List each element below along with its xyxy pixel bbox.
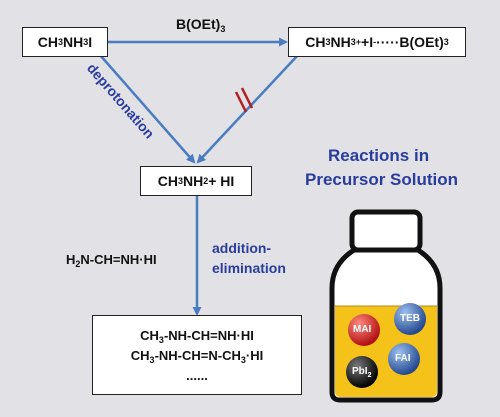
formamidine-label: H2N-CH=NH·HI	[66, 252, 157, 269]
arrow-deprotonation	[99, 54, 196, 164]
fai-ball-label: FAI	[395, 353, 411, 364]
node-products: CH3-NH-CH=NH·HI CH3-NH-CH=N-CH3·HI .....…	[92, 315, 302, 395]
addition-label: addition-	[212, 240, 272, 256]
teb-label: B(OEt)3	[176, 16, 226, 34]
elimination-label: elimination	[212, 260, 286, 276]
reactions-title-line2: Precursor Solution	[305, 170, 459, 189]
bottle-cap	[349, 209, 423, 253]
teb-ball	[394, 303, 426, 335]
teb-ball-label: TEB	[400, 313, 420, 324]
product-line-2: CH3-NH-CH=N-CH3·HI	[130, 347, 264, 365]
pbi2-ball-label: PbI2	[352, 366, 372, 379]
pbi2-ball	[346, 356, 378, 388]
product-line-3: ......	[186, 367, 208, 383]
arrow-complex-to-amine	[196, 54, 299, 164]
fai-ball	[388, 343, 420, 375]
reactions-title-line1: Reactions in	[328, 146, 430, 165]
product-line-1: CH3-NH-CH=NH·HI	[140, 327, 254, 345]
precursor-bottle	[329, 209, 443, 403]
mai-ball-label: MAI	[353, 324, 372, 335]
mai-ball	[348, 314, 380, 346]
blocked-reaction-mark	[234, 87, 254, 113]
